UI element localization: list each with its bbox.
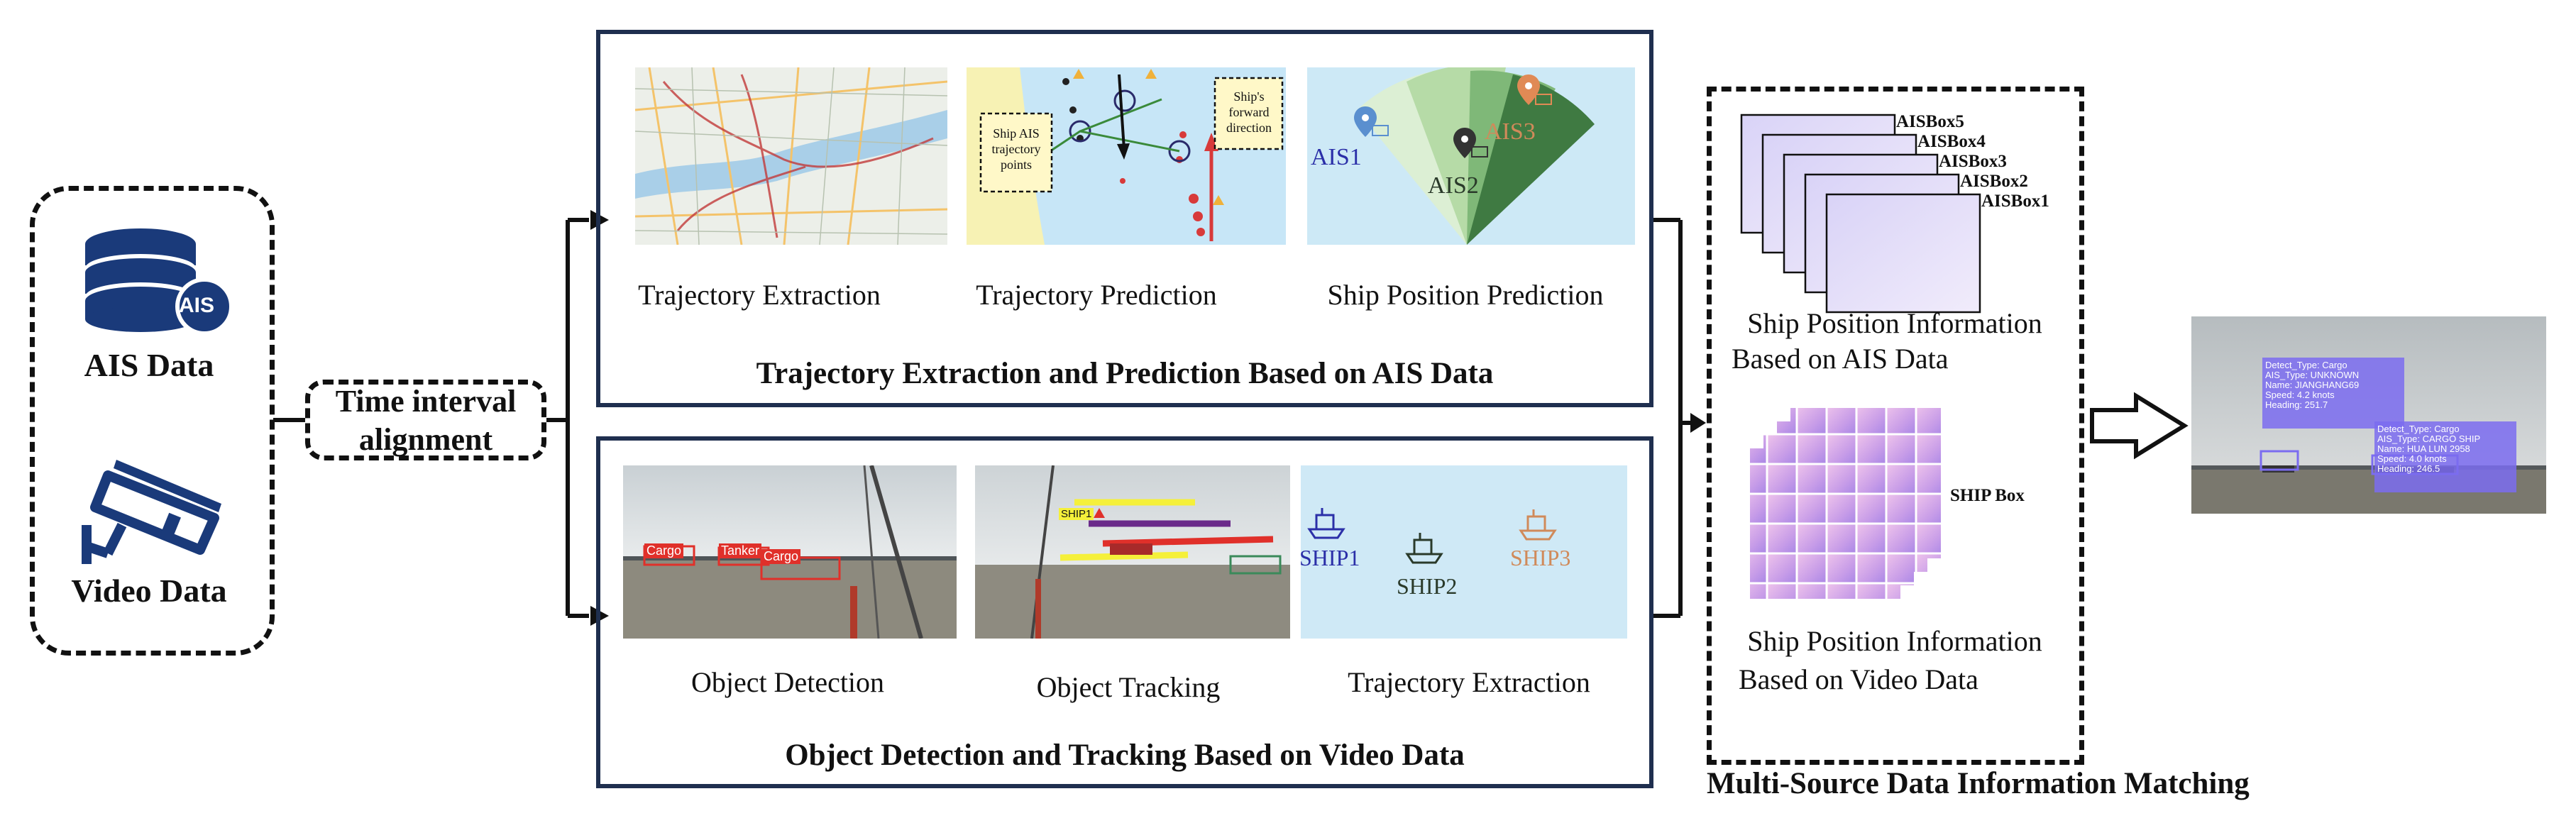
video-section-title: Object Detection and Tracking Based on V… — [785, 739, 1465, 772]
ais-boxes-stack: AISBox5 AISBox4 AISBox3 AISBox2 AISBox1 — [1739, 106, 2065, 319]
object-tracking-panel: SHIP1 — [975, 465, 1290, 639]
ais-box-label: AISBox3 — [1939, 152, 2007, 171]
result-line: Speed: 4.2 knots — [2265, 390, 2335, 400]
result-info-box-1: Detect_Type: Cargo AIS_Type: UNKNOWN Nam… — [2265, 360, 2359, 410]
matching-box — [1707, 87, 2084, 765]
ais-points-note-line: points — [1000, 158, 1032, 172]
ship-box-label: SHIP Box — [1950, 486, 2025, 505]
location-pin-icon — [1354, 74, 1540, 158]
ship1-label: SHIP1 — [1301, 545, 1360, 570]
ais-panel1-caption: Trajectory Extraction — [638, 279, 881, 311]
forward-direction-note-line: direction — [1226, 121, 1272, 135]
ais-points-note: Ship AIS trajectory points — [982, 126, 1050, 172]
video-trajectory-extraction-panel: SHIP1 SHIP2 SHIP3 — [1301, 465, 1627, 639]
forward-direction-note: Ship's forward direction — [1216, 89, 1282, 136]
result-line: Detect_Type: Cargo — [2265, 360, 2347, 370]
time-alignment-line2: alignment — [358, 422, 493, 457]
trajectory-prediction-panel: Ship AIS trajectory points Ship's forwar… — [967, 67, 1286, 245]
video-info-caption2: Based on Video Data — [1739, 663, 1978, 695]
result-line: AIS_Type: CARGO SHIP — [2377, 433, 2481, 444]
result-line: Heading: 251.7 — [2265, 399, 2328, 410]
det-tag: Cargo — [644, 543, 684, 558]
result-line: Name: JIANGHANG69 — [2265, 380, 2360, 390]
ais-panel3-caption: Ship Position Prediction — [1327, 279, 1604, 311]
cctv-camera-icon — [79, 447, 229, 568]
time-alignment-line1: Time interval — [335, 384, 517, 419]
ais-points-note-line: trajectory — [991, 142, 1041, 156]
result-line: Heading: 246.5 — [2377, 463, 2440, 474]
video-panel1-caption: Object Detection — [690, 666, 885, 698]
ship-position-prediction-panel: AIS1 AIS2 AIS3 — [1307, 67, 1635, 245]
result-line: AIS_Type: UNKNOWN — [2265, 370, 2360, 380]
ais-box-label: AISBox5 — [1896, 112, 1964, 131]
ship2-label: SHIP2 — [1397, 573, 1458, 599]
ais-badge: AIS — [179, 294, 215, 317]
ais-box-label: AISBox2 — [1960, 172, 2028, 191]
input-data-box — [30, 186, 275, 656]
ais-info-caption2: Based on AIS Data — [1732, 343, 1949, 375]
video-info-caption1: Ship Position Information — [1747, 625, 2042, 657]
forward-direction-note-line: Ship's — [1233, 89, 1265, 104]
video-panel3-caption: Trajectory Extraction — [1348, 666, 1590, 698]
video-data-label: Video Data — [71, 573, 227, 609]
ais1-label: AIS1 — [1311, 144, 1362, 170]
ais3-label: AIS3 — [1485, 118, 1536, 145]
ship-icon — [1307, 508, 1557, 564]
hollow-right-arrow-icon — [2090, 392, 2189, 460]
time-alignment-box — [305, 380, 546, 460]
ais-points-note-line: Ship AIS — [993, 126, 1040, 140]
trajectory-extraction-map — [635, 67, 947, 245]
matching-title: Multi-Source Data Information Matching — [1707, 767, 2250, 800]
ais-box-label: AISBox1 — [1981, 192, 2049, 211]
video-section-frame — [596, 436, 1653, 788]
result-line: Speed: 4.0 knots — [2377, 453, 2447, 464]
result-line: Name: HUA LUN 2958 — [2377, 443, 2470, 454]
ais-section-frame — [596, 30, 1653, 407]
ais2-label: AIS2 — [1428, 172, 1479, 199]
ais-info-caption1: Ship Position Information — [1747, 307, 2042, 339]
ais-box-label: AISBox4 — [1917, 132, 1986, 151]
track-tag: SHIP1 — [1059, 508, 1094, 520]
ship-box-stack — [1737, 404, 1950, 617]
det-tag: Tanker — [719, 543, 762, 558]
forward-direction-note-line: forward — [1228, 105, 1270, 119]
object-detection-panel: Cargo Tanker Cargo — [623, 465, 957, 639]
ais-panel2-caption: Trajectory Prediction — [976, 279, 1217, 311]
det-tag: Cargo — [761, 549, 801, 564]
video-panel2-caption: Object Tracking — [1036, 671, 1221, 703]
matching-result-image: Detect_Type: Cargo AIS_Type: UNKNOWN Nam… — [2191, 316, 2546, 514]
ais-section-title: Trajectory Extraction and Prediction Bas… — [756, 357, 1494, 390]
ais-data-label: AIS Data — [84, 347, 214, 383]
ship3-label: SHIP3 — [1510, 545, 1571, 570]
result-info-box-2: Detect_Type: Cargo AIS_Type: CARGO SHIP … — [2377, 424, 2480, 474]
result-line: Detect_Type: Cargo — [2377, 424, 2460, 434]
database-icon — [84, 227, 233, 333]
